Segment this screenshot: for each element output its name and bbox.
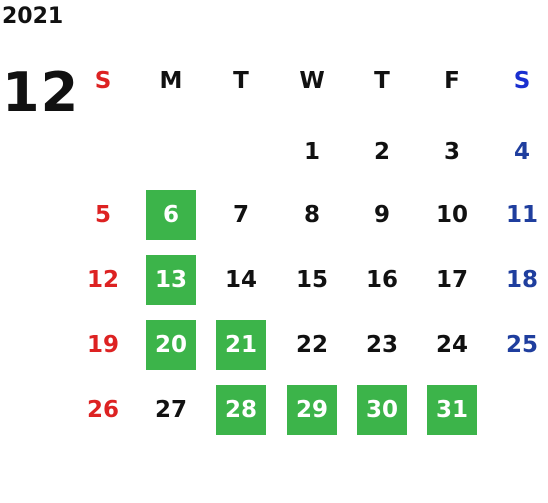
day-cell-27[interactable]: 27 <box>154 397 187 423</box>
day-cell-3[interactable]: 3 <box>443 139 460 165</box>
day-cell-31[interactable]: 31 <box>427 385 477 435</box>
day-cell-11[interactable]: 11 <box>505 202 538 228</box>
weekday-header-tue: T <box>233 68 249 94</box>
day-cell-2[interactable]: 2 <box>373 139 390 165</box>
day-cell-12[interactable]: 12 <box>86 267 119 293</box>
day-cell-1[interactable]: 1 <box>303 139 320 165</box>
day-cell-18[interactable]: 18 <box>505 267 538 293</box>
day-cell-30[interactable]: 30 <box>357 385 407 435</box>
day-cell-20[interactable]: 20 <box>146 320 196 370</box>
month-number: 12 <box>2 61 80 124</box>
day-cell-10[interactable]: 10 <box>435 202 468 228</box>
day-cell-14[interactable]: 14 <box>224 267 257 293</box>
weekday-header-thu: T <box>374 68 390 94</box>
weekday-header-sat: S <box>513 68 531 94</box>
day-cell-7[interactable]: 7 <box>232 202 249 228</box>
day-cell-13[interactable]: 13 <box>146 255 196 305</box>
day-cell-5[interactable]: 5 <box>94 202 111 228</box>
day-cell-15[interactable]: 15 <box>295 267 328 293</box>
day-cell-25[interactable]: 25 <box>505 332 538 358</box>
day-cell-8[interactable]: 8 <box>303 202 320 228</box>
day-cell-24[interactable]: 24 <box>435 332 468 358</box>
day-cell-28[interactable]: 28 <box>216 385 266 435</box>
day-cell-21[interactable]: 21 <box>216 320 266 370</box>
weekday-header-wed: W <box>299 68 325 94</box>
weekday-header-mon: M <box>159 68 183 94</box>
day-cell-22[interactable]: 22 <box>295 332 328 358</box>
day-cell-16[interactable]: 16 <box>365 267 398 293</box>
day-cell-19[interactable]: 19 <box>86 332 119 358</box>
weekday-header-fri: F <box>444 68 460 94</box>
day-cell-4[interactable]: 4 <box>513 139 530 165</box>
day-cell-17[interactable]: 17 <box>435 267 468 293</box>
day-cell-6[interactable]: 6 <box>146 190 196 240</box>
day-cell-29[interactable]: 29 <box>287 385 337 435</box>
weekday-header-sun: S <box>94 68 112 94</box>
day-cell-23[interactable]: 23 <box>365 332 398 358</box>
day-cell-9[interactable]: 9 <box>373 202 390 228</box>
year-label: 2021 <box>2 4 64 29</box>
day-cell-26[interactable]: 26 <box>86 397 119 423</box>
